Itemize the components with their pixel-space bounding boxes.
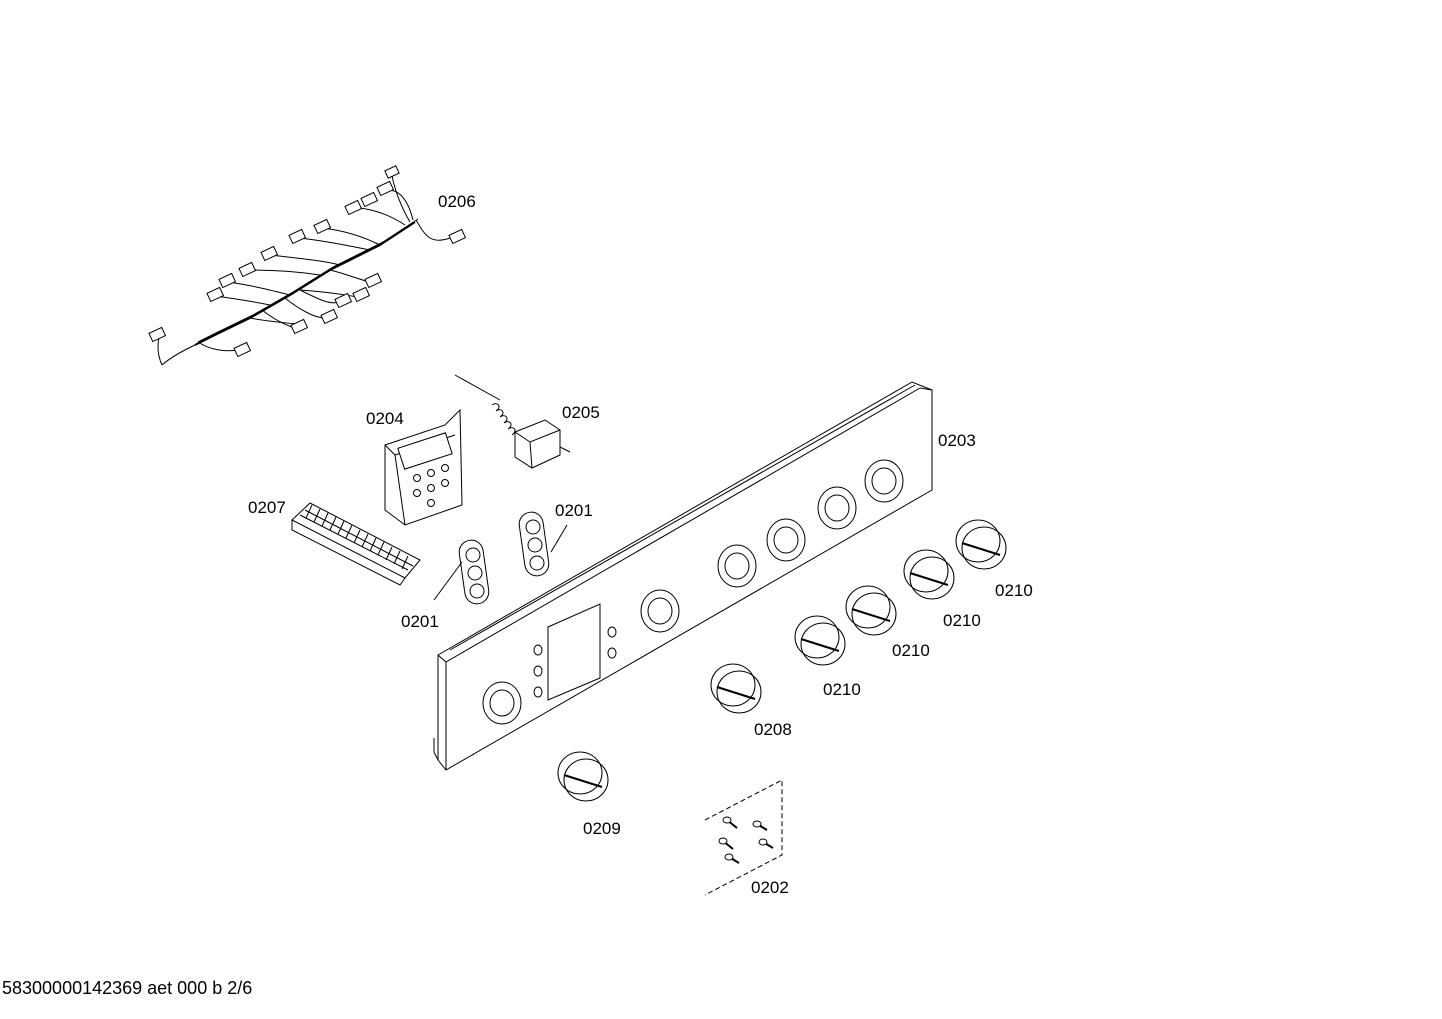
- knob-0210-d: [794, 615, 846, 666]
- control-panel-0203: [433, 381, 933, 771]
- label-0210-c: 0210: [892, 641, 930, 660]
- label-0209: 0209: [583, 819, 621, 838]
- label-0207: 0207: [248, 498, 286, 517]
- label-0210-a: 0210: [995, 581, 1033, 600]
- thermostat-0205: [454, 374, 571, 469]
- knob-opening: [817, 486, 857, 530]
- knob-0208: [710, 663, 762, 714]
- label-0210-b: 0210: [943, 611, 981, 630]
- indicator-holder-0201-right: [518, 511, 550, 577]
- indicator-holder-0201-left: [458, 539, 490, 605]
- label-0204: 0204: [366, 409, 404, 428]
- label-0206: 0206: [438, 192, 476, 211]
- terminal-block-0207: [291, 502, 421, 586]
- knob-0210-a: [955, 519, 1007, 570]
- leader-0201-left: [433, 561, 463, 601]
- screw-set-0202: [704, 779, 783, 896]
- label-0208: 0208: [754, 720, 792, 739]
- knob-0210-b: [903, 549, 955, 600]
- label-0201-left: 0201: [401, 612, 439, 631]
- control-module-0204: [384, 408, 463, 526]
- knob-opening: [482, 681, 522, 725]
- label-0202: 0202: [751, 878, 789, 897]
- knob-0210-c: [845, 585, 897, 636]
- wiring-harness-0206: [148, 165, 467, 366]
- knob-opening: [864, 459, 904, 503]
- leader-0201-right: [550, 524, 568, 553]
- knob-opening: [640, 589, 680, 633]
- label-0205: 0205: [562, 403, 600, 422]
- label-0201-right: 0201: [555, 501, 593, 520]
- knob-opening: [717, 544, 757, 588]
- knob-opening: [766, 518, 806, 562]
- label-0203: 0203: [938, 431, 976, 450]
- label-0210-d: 0210: [823, 680, 861, 699]
- knob-0209: [557, 751, 609, 802]
- document-reference: 58300000142369 aet 000 b 2/6: [2, 978, 253, 998]
